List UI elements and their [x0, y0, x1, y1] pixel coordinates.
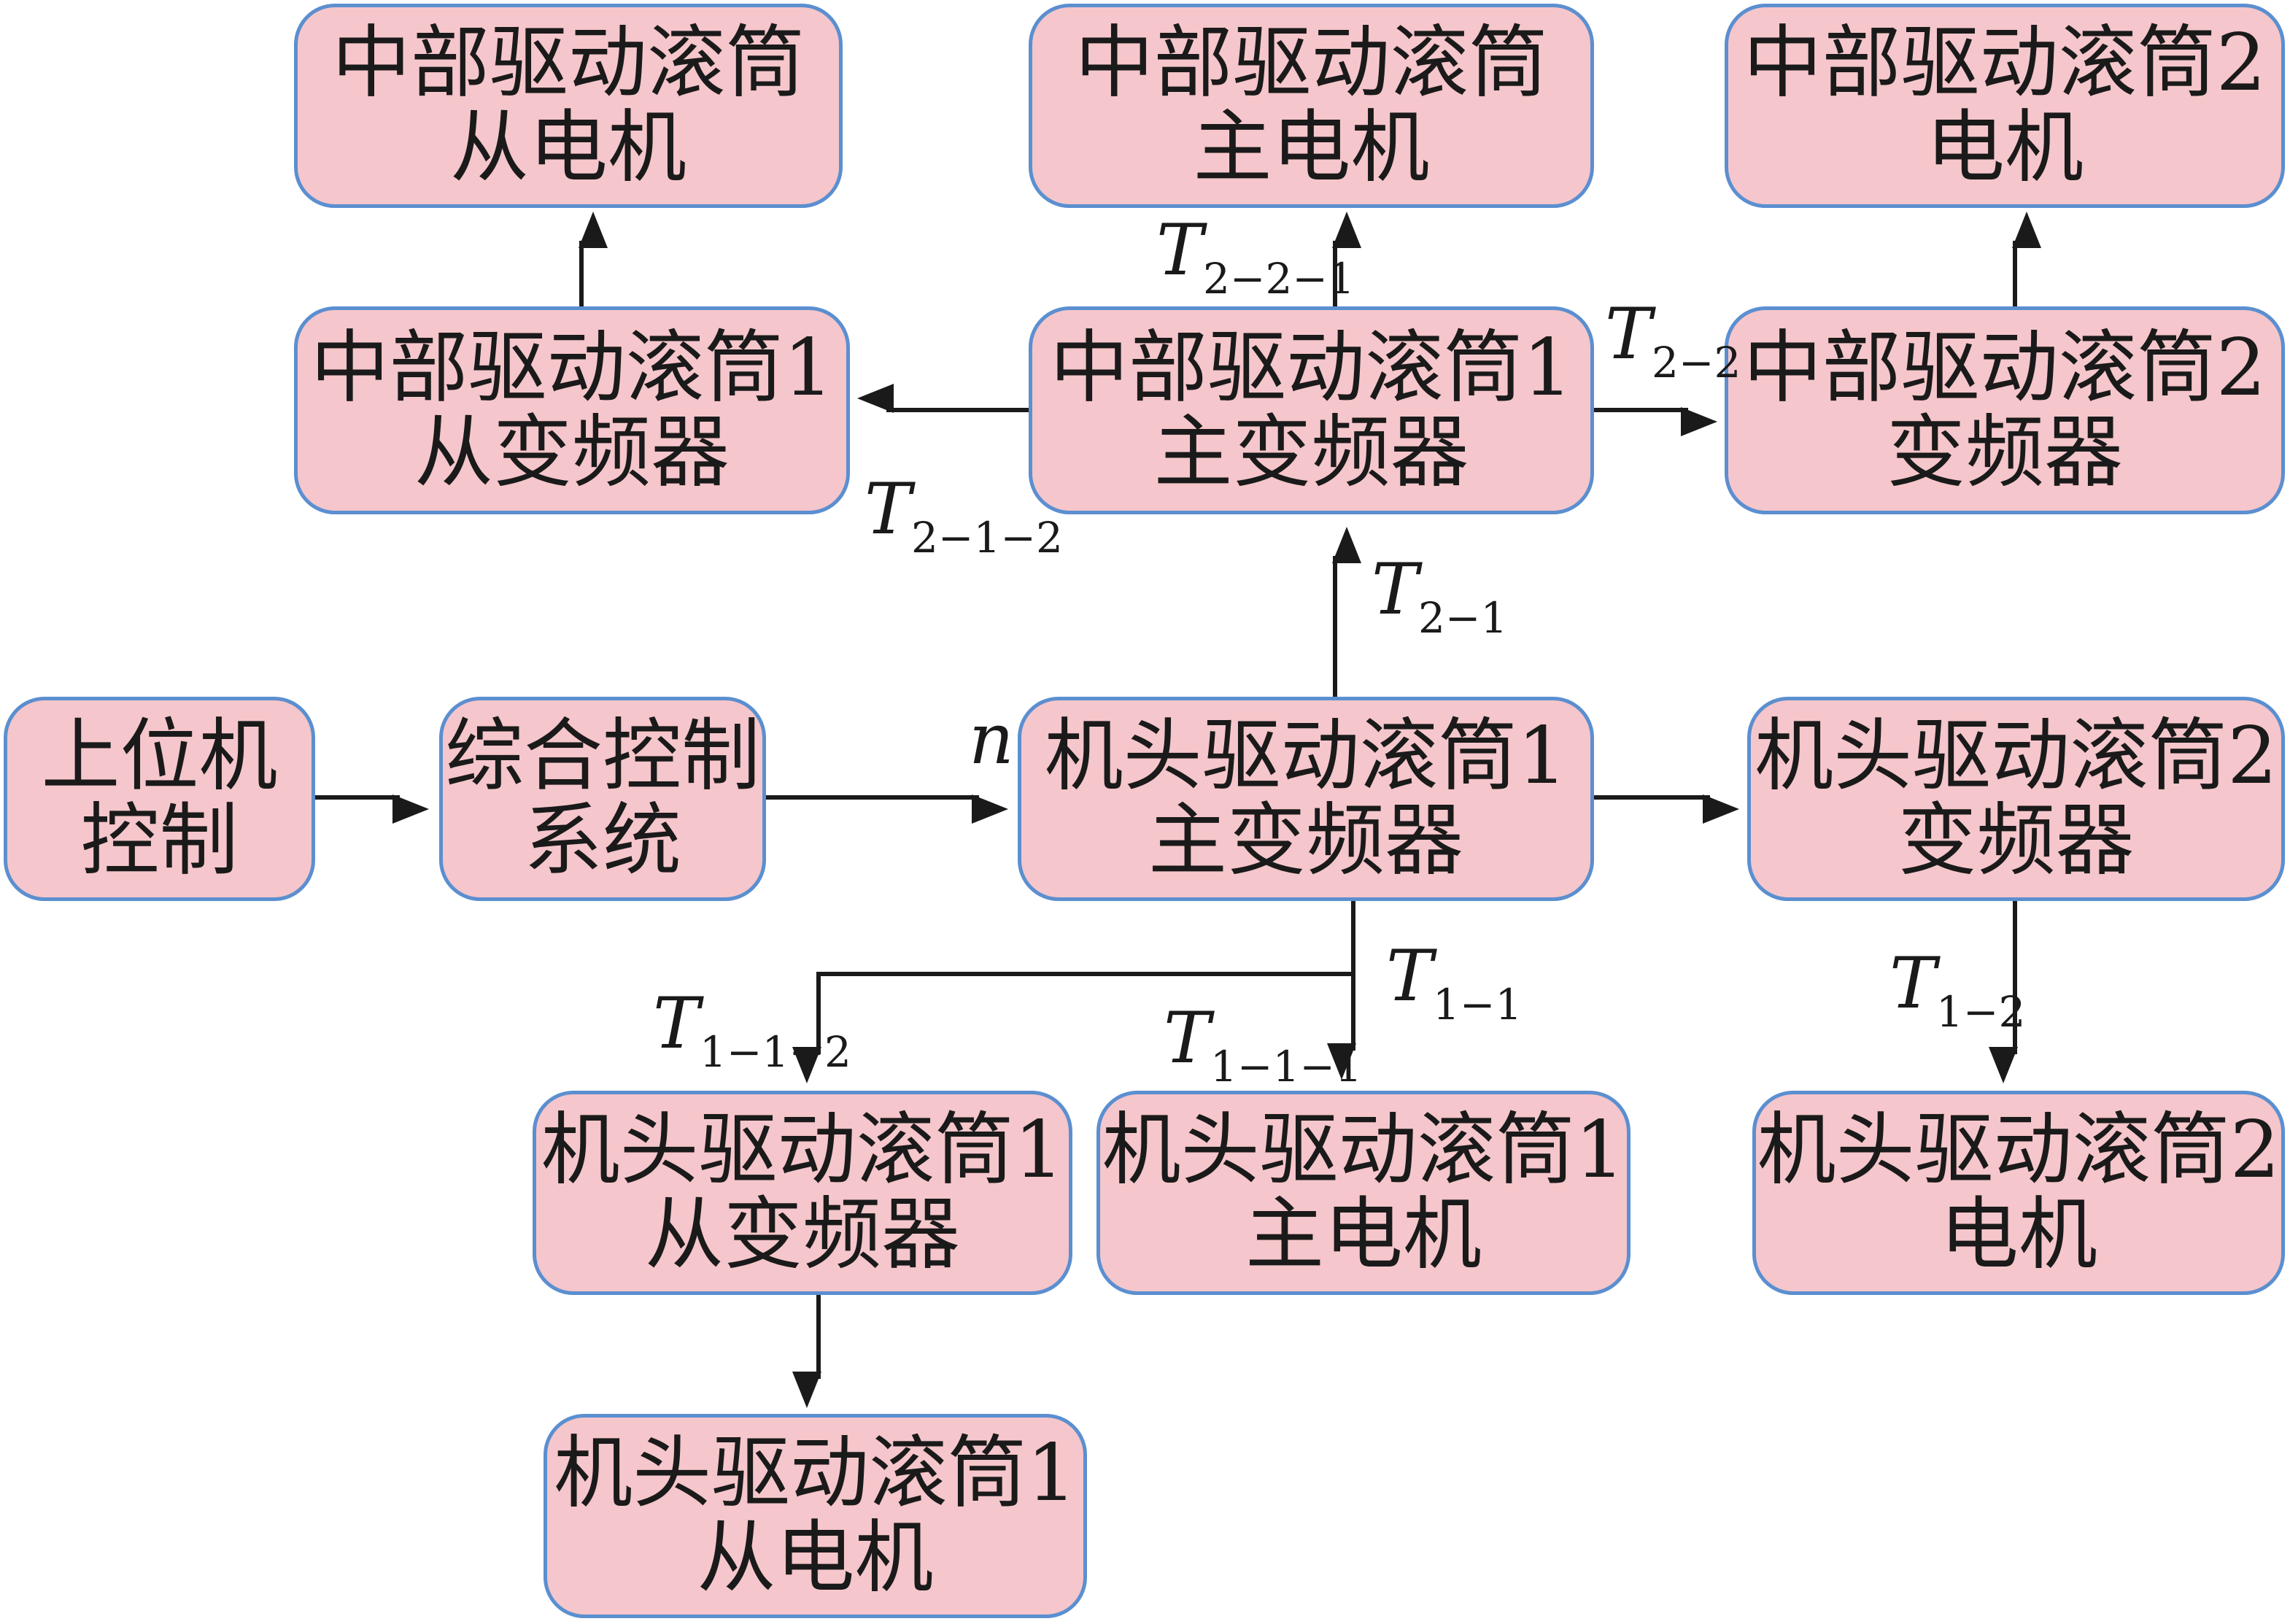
label-t1-1-2: T1−1−2 [653, 989, 851, 1073]
box-text: 变频器 [1886, 406, 2123, 498]
box-text: 主电机 [1193, 102, 1430, 193]
box-text: 机头驱动滚筒1 [1044, 711, 1568, 802]
box-text: 机头驱动滚筒1 [1102, 1105, 1625, 1196]
box-text: 电机 [1939, 1189, 2097, 1280]
mid-slave-motor-box: 中部驱动滚筒 从电机 [294, 4, 843, 208]
box-text: 主变频器 [1153, 406, 1469, 498]
label-subscript: 2−1 [1418, 593, 1508, 643]
label-subscript: 1−2 [1936, 987, 2026, 1037]
box-text: 主变频器 [1148, 795, 1463, 886]
integrated-control-box: 综合控制 系统 [439, 697, 766, 901]
box-text: 控制 [80, 795, 239, 886]
box-text: 从变频器 [644, 1189, 960, 1280]
box-text: 从电机 [449, 102, 686, 193]
label-t2-2: T2−2 [1605, 299, 1741, 384]
label-symbol: T [1386, 935, 1434, 1017]
head2-inverter-box: 机头驱动滚筒2 变频器 [1747, 697, 2285, 901]
label-t2-2-1: T2−2−1 [1156, 215, 1355, 300]
box-text: 中部驱动滚筒1 [310, 322, 834, 414]
box-text: 机头驱动滚筒1 [554, 1428, 1077, 1519]
box-text: 机头驱动滚筒2 [1755, 711, 2278, 802]
mid2-inverter-box: 中部驱动滚筒2 变频器 [1725, 306, 2285, 514]
box-text: 机头驱动滚筒2 [1757, 1105, 2281, 1196]
box-text: 机头驱动滚筒1 [541, 1105, 1064, 1196]
head2-motor-box: 机头驱动滚筒2 电机 [1752, 1091, 2285, 1295]
box-text: 中部驱动滚筒1 [1050, 322, 1573, 414]
box-text: 综合控制 [444, 711, 760, 802]
box-text: 电机 [1925, 102, 2084, 193]
label-subscript: 2−1−2 [911, 513, 1063, 562]
box-text: 上位机 [41, 711, 278, 802]
box-text: 中部驱动滚筒2 [1743, 322, 2267, 414]
box-text: 中部驱动滚筒 [1075, 18, 1548, 109]
upper-pc-control-box: 上位机 控制 [4, 697, 315, 901]
label-symbol: n [969, 698, 1014, 780]
label-symbol: T [1156, 209, 1204, 291]
head1-main-inverter-box: 机头驱动滚筒1 主变频器 [1018, 697, 1594, 901]
label-symbol: T [1889, 943, 1937, 1024]
head1-slave-inverter-box: 机头驱动滚筒1 从变频器 [533, 1091, 1072, 1295]
label-symbol: T [1164, 997, 1211, 1079]
label-subscript: 1−1−1 [1210, 1042, 1362, 1091]
box-text: 中部驱动滚筒 [331, 18, 805, 109]
box-text: 从变频器 [414, 406, 730, 498]
arrow-head1-to-slave-inv [792, 972, 1353, 1083]
label-symbol: T [1372, 549, 1419, 630]
label-subscript: 1−1−2 [700, 1027, 851, 1077]
label-symbol: T [653, 983, 700, 1064]
head1-main-motor-box: 机头驱动滚筒1 主电机 [1096, 1091, 1631, 1295]
label-t1-1: T1−1 [1386, 941, 1522, 1026]
mid1-slave-inverter-box: 中部驱动滚筒1 从变频器 [294, 306, 850, 514]
head1-slave-motor-box: 机头驱动滚筒1 从电机 [544, 1414, 1087, 1618]
label-symbol: T [864, 468, 912, 550]
mid2-motor-box: 中部驱动滚筒2 电机 [1725, 4, 2285, 208]
label-subscript: 2−2−1 [1203, 254, 1355, 303]
label-subscript: 2−2 [1652, 338, 1741, 387]
mid1-main-inverter-box: 中部驱动滚筒1 主变频器 [1029, 306, 1594, 514]
box-text: 系统 [523, 795, 681, 886]
box-text: 变频器 [1898, 795, 2135, 886]
label-t2-1: T2−1 [1372, 554, 1507, 639]
box-text: 主电机 [1245, 1189, 1482, 1280]
label-t2-1-2: T2−1−2 [864, 474, 1063, 559]
mid-main-motor-box: 中部驱动滚筒 主电机 [1029, 4, 1594, 208]
label-n: n [969, 704, 1014, 774]
label-t1-1-1: T1−1−1 [1164, 1003, 1362, 1088]
box-text: 从电机 [697, 1512, 934, 1604]
label-subscript: 1−1 [1433, 980, 1523, 1029]
label-symbol: T [1605, 293, 1652, 375]
label-t1-2: T1−2 [1889, 948, 2025, 1033]
box-text: 中部驱动滚筒2 [1743, 18, 2267, 109]
